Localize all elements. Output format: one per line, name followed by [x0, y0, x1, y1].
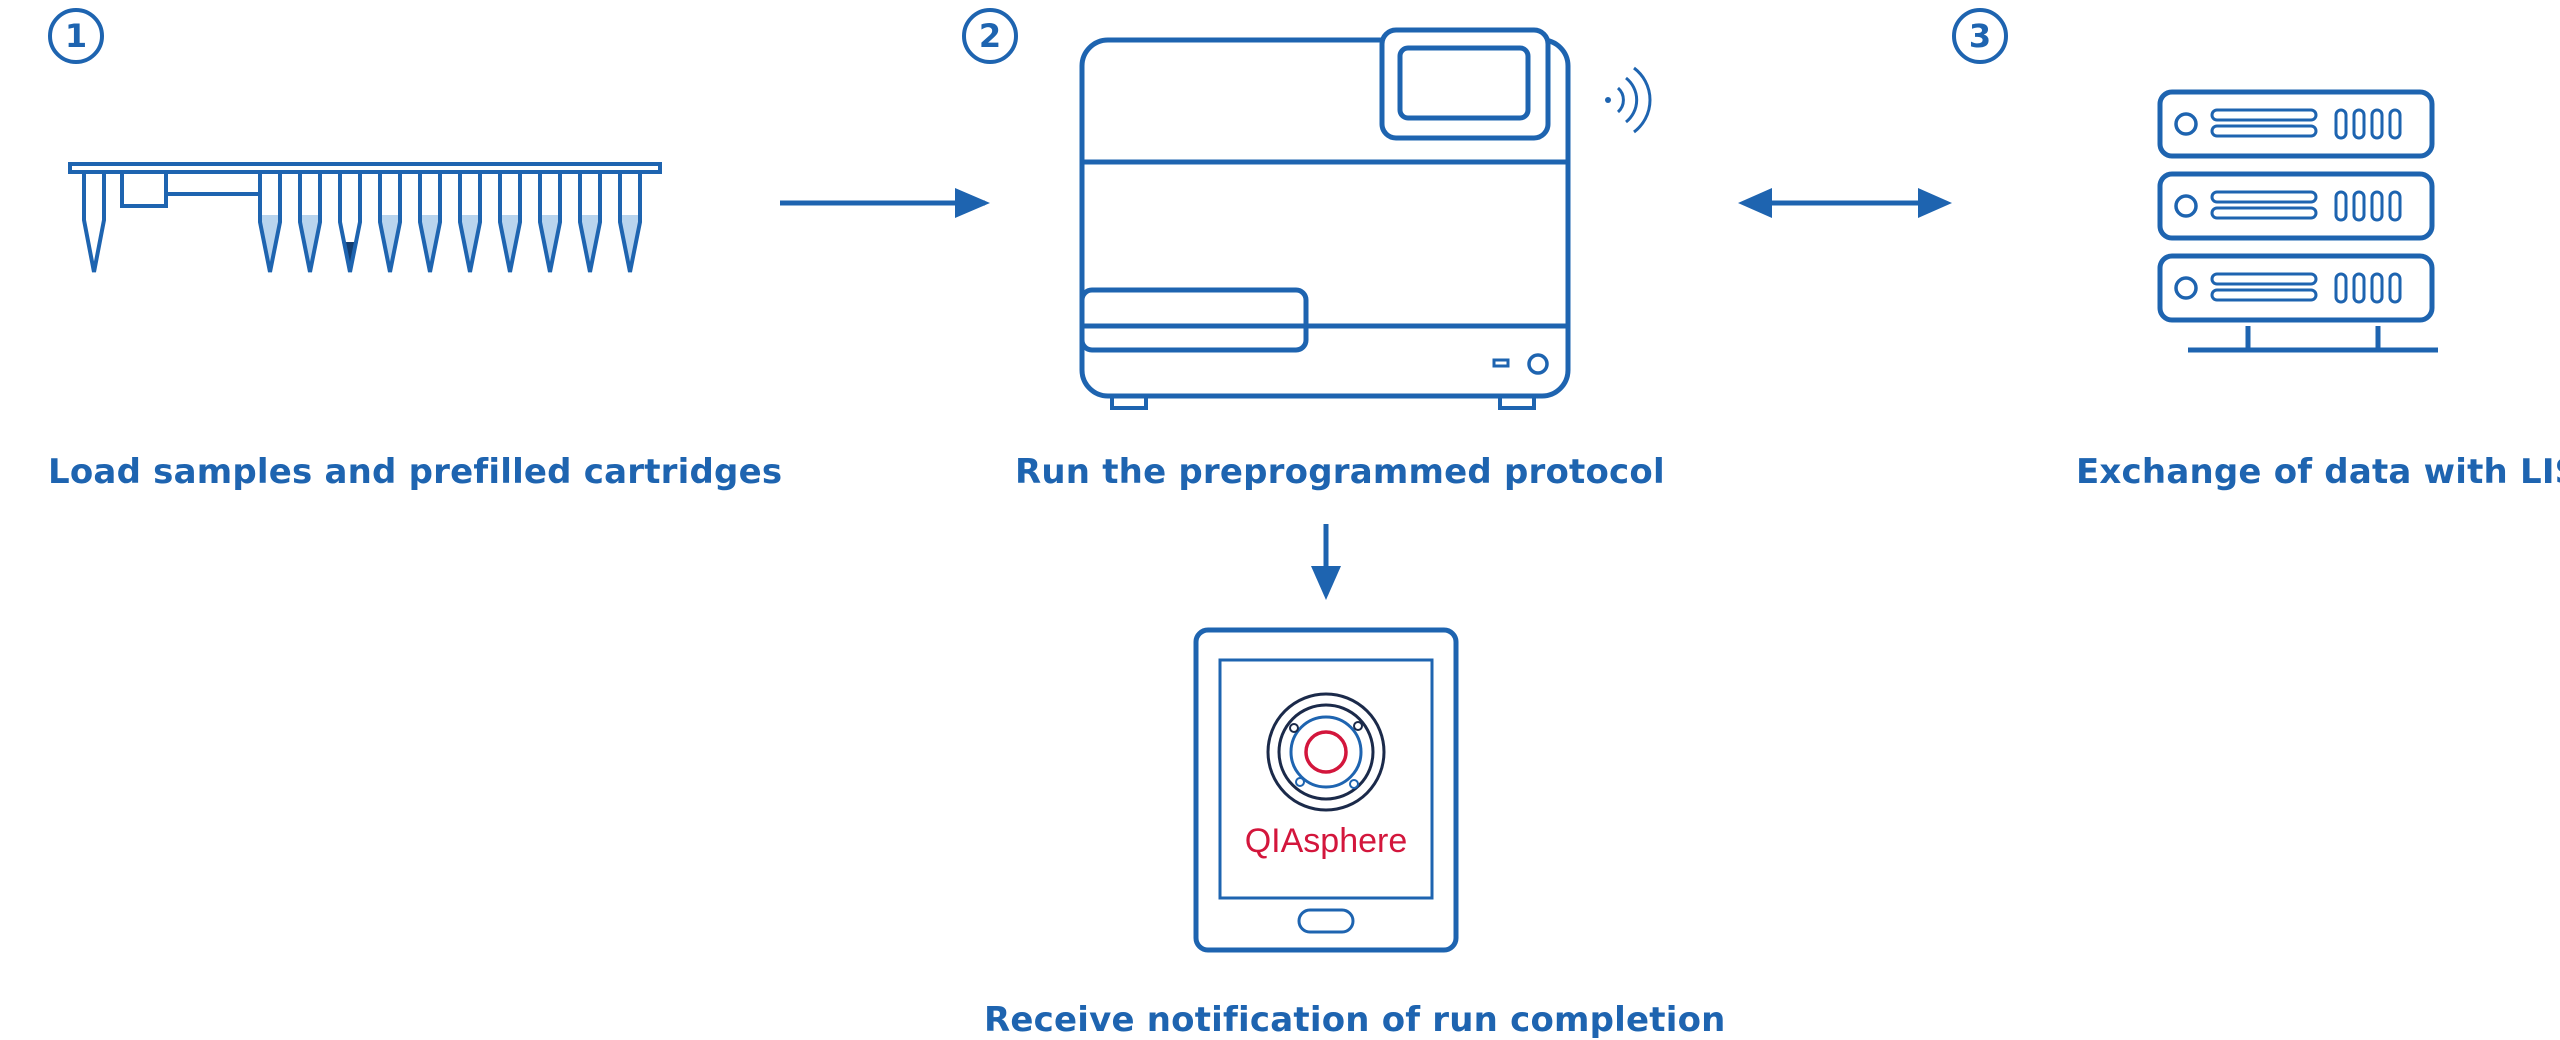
step-1-label: Load samples and prefilled cartridges — [48, 452, 783, 492]
server-unit-icon — [2157, 253, 2435, 323]
tube-icon — [338, 172, 362, 273]
tube-icon — [298, 172, 322, 273]
arrow-step2-to-notification — [1311, 524, 1341, 600]
tube-icon — [498, 172, 522, 273]
tube-icon — [378, 172, 402, 273]
tablet-icon — [1193, 627, 1459, 953]
tube-icon — [578, 172, 602, 273]
app-name-text: QIAsphere — [1245, 822, 1408, 860]
step-2-badge: 2 — [962, 8, 1018, 64]
sample-strip-icon — [68, 162, 662, 273]
step-2-label: Run the preprogrammed protocol — [1015, 452, 1665, 492]
notification-label: Receive notification of run completion — [984, 1000, 1726, 1040]
server-stack-icon — [2157, 89, 2438, 353]
qiasphere-logo-icon — [1266, 692, 1386, 812]
server-unit-icon — [2157, 171, 2435, 241]
tube-icon — [538, 172, 562, 273]
tube-icon — [418, 172, 442, 273]
step-3-badge: 3 — [1952, 8, 2008, 64]
step-1-badge: 1 — [48, 8, 104, 64]
step-3-label: Exchange of data with LIS — [2076, 452, 2560, 492]
tube-icon — [458, 172, 482, 273]
tube-icon — [618, 172, 642, 273]
instrument-icon — [1079, 27, 1652, 410]
tube-icon — [258, 172, 282, 273]
arrow-step2-to-step3 — [1738, 188, 1952, 218]
server-unit-icon — [2157, 89, 2435, 159]
